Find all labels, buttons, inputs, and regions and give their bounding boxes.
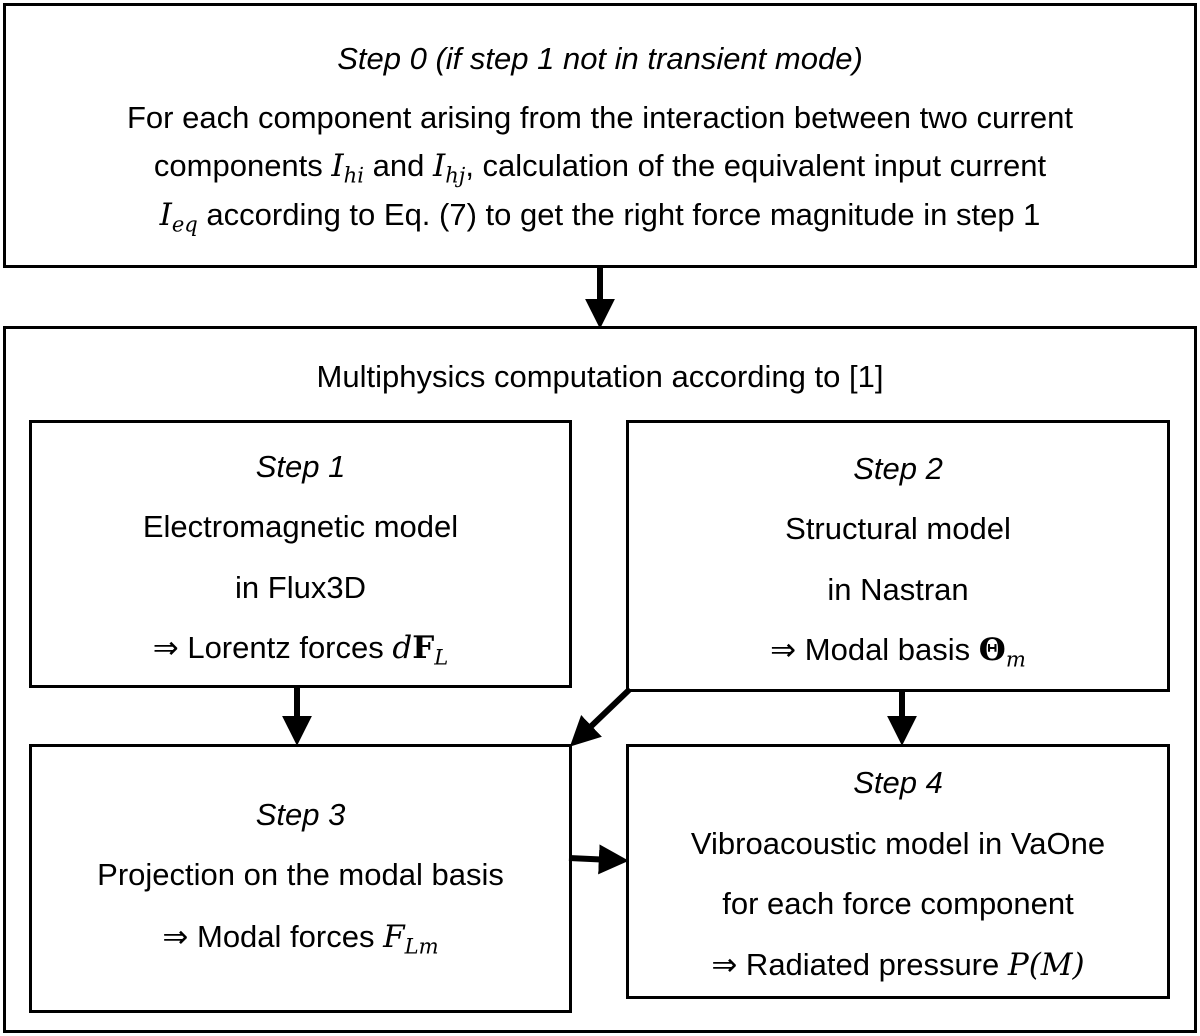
- step3-box: Step 3 Projection on the modal basis ⇒ M…: [29, 744, 572, 1013]
- step1-line1: Electromagnetic model: [142, 509, 459, 544]
- multiphysics-title: Multiphysics computation according to [1…: [316, 359, 884, 394]
- current-ihi-symbol: Ihi: [331, 148, 364, 188]
- step4-box: Step 4 Vibroacoustic model in VaOne for …: [626, 744, 1170, 999]
- current-ihj-symbol: Ihj: [432, 148, 466, 188]
- step2-box: Step 2 Structural model in Nastran ⇒ Mod…: [626, 420, 1170, 692]
- step3-line1: Projection on the modal basis: [97, 857, 504, 892]
- step3-title: Step 3: [255, 797, 346, 832]
- step0-line2-post: , calculation of the equivalent input cu…: [465, 148, 1047, 183]
- step1-box: Step 1 Electromagnetic model in Flux3D ⇒…: [29, 420, 572, 688]
- step0-line2-and: and: [363, 148, 433, 183]
- step4-line2: for each force component: [722, 886, 1074, 921]
- step1-line2: in Flux3D: [235, 570, 366, 605]
- step0-line3-post: according to Eq. (7) to get the right fo…: [197, 197, 1041, 232]
- step1-title: Step 1: [255, 449, 346, 484]
- step0-line3: Ieq according to Eq. (7) to get the righ…: [6, 195, 1194, 235]
- step2-line2: in Nastran: [827, 572, 969, 607]
- step2-result: ⇒ Modal basis Θm: [770, 632, 1026, 672]
- step3-result: ⇒ Modal forces FLm: [162, 919, 439, 959]
- step4-result: ⇒ Radiated pressure P(M): [711, 947, 1085, 983]
- step4-title: Step 4: [853, 765, 943, 800]
- step4-line1: Vibroacoustic model in VaOne: [690, 826, 1106, 861]
- arrow-step2-to-step3: [569, 686, 633, 747]
- step0-line2: components Ihi and Ihj, calculation of t…: [6, 146, 1194, 186]
- step2-line1: Structural model: [785, 511, 1011, 546]
- step2-title: Step 2: [853, 451, 943, 486]
- current-ieq-symbol: Ieq: [159, 197, 198, 237]
- step0-box: Step 0 (if step 1 not in transient mode)…: [3, 3, 1197, 268]
- arrow-step3-to-step4: [568, 844, 629, 875]
- step0-title: Step 0 (if step 1 not in transient mode): [337, 41, 863, 76]
- step0-line1: For each component arising from the inte…: [127, 100, 1073, 135]
- step0-line2-pre: components: [153, 148, 332, 183]
- step1-result: ⇒ Lorentz forces dFL: [152, 630, 449, 670]
